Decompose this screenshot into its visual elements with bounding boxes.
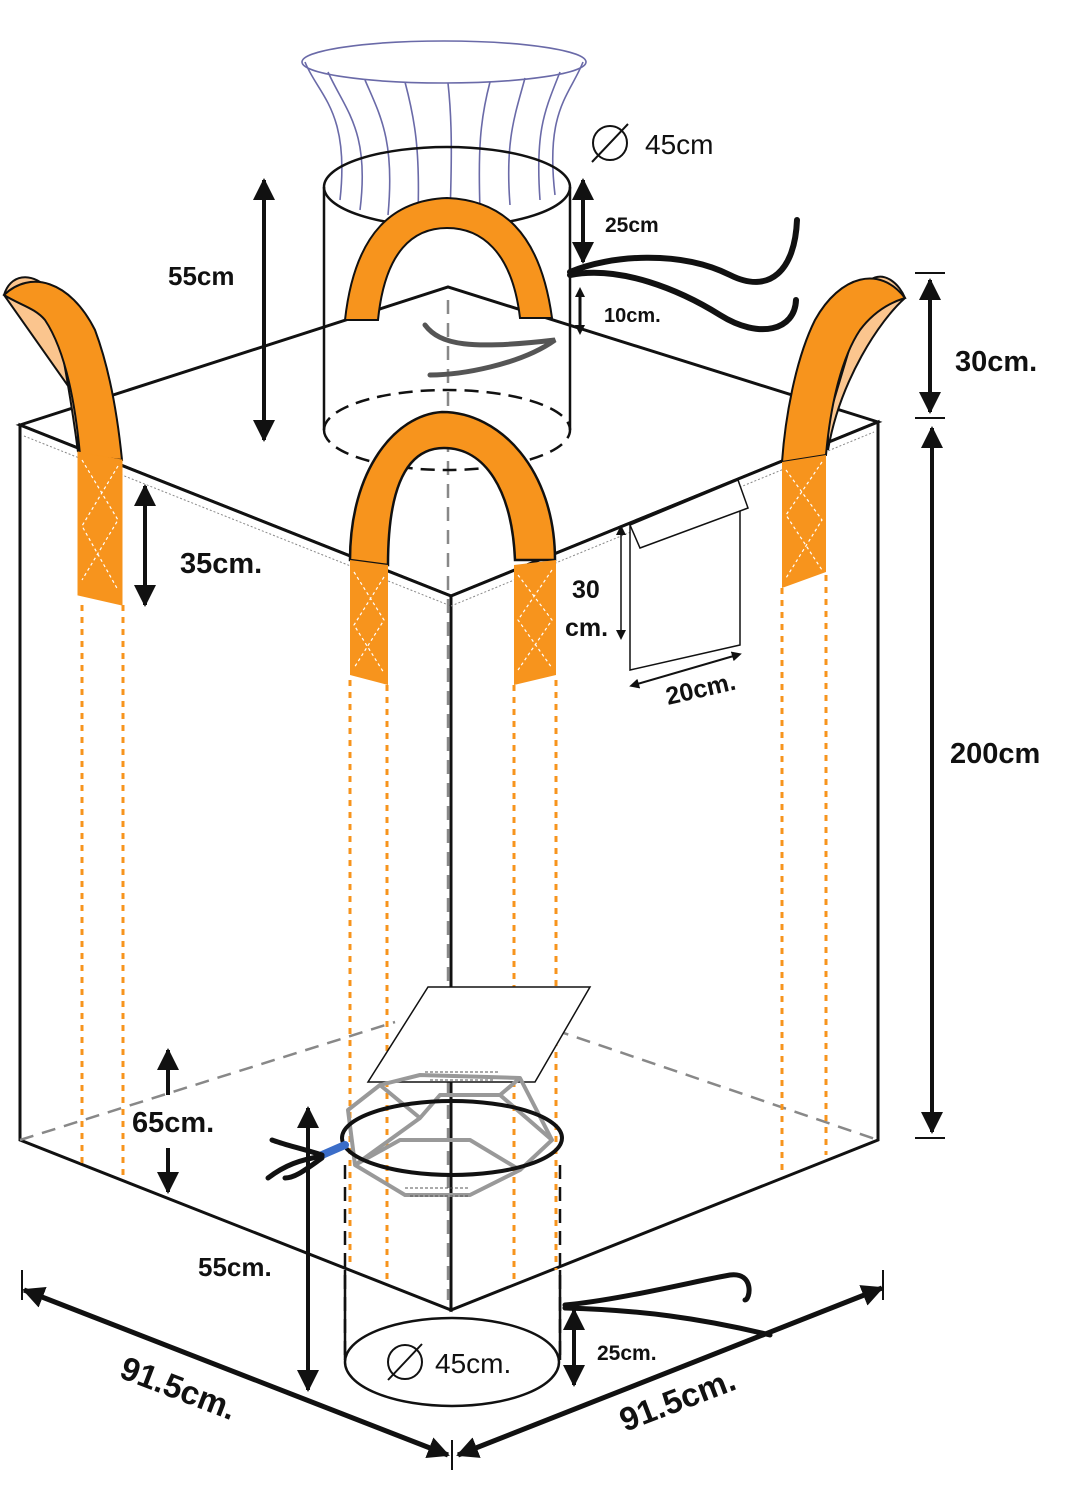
lifting-loop-left [2,276,124,606]
bag-body [15,285,883,1313]
label-bottom-tie: 25cm. [597,1342,657,1365]
diameter-icon-top [591,123,629,163]
label-top-spout-diameter: 45cm [645,129,713,160]
seam-dotted-lines [80,575,828,1285]
label-base-width-right: 91.5cm. [614,1361,740,1439]
top-inner-tie [422,322,557,378]
hidden-edges [19,300,879,1300]
bottom-petal-star [346,1073,554,1197]
top-mesh-skirt [301,40,587,216]
label-bottom-spout-diameter: 45cm. [435,1348,511,1379]
bottom-spout-tie [562,1272,773,1338]
label-bottom-spout-height: 55cm. [198,1252,272,1282]
label-top-spout-height: 55cm [168,261,235,291]
lifting-loop-front [348,410,557,685]
label-label-height-1: 30 [572,576,600,604]
top-spout [301,40,587,472]
strap-sewn-left [77,451,123,606]
bottom-tie-blue [318,1141,349,1159]
lifting-loop-right [780,275,907,588]
strap-sewn-right [782,455,826,588]
dimension-arrows [21,178,945,1470]
label-bottom-cone-height: 65cm. [132,1107,214,1139]
pocket-flap [629,479,749,549]
label-top-tie-lower: 10cm. [604,305,661,327]
label-label-height-2: cm. [565,614,608,642]
document-pocket [629,479,749,671]
label-loop-height: 30cm. [955,346,1037,378]
strap-sewn-front-right [514,560,556,685]
label-strap-sewn-length: 35cm. [180,548,262,580]
label-bag-height: 200cm [950,738,1040,770]
top-inner-strap [343,196,554,321]
label-base-width-left: 91.5cm. [115,1349,241,1427]
strap-sewn-front-left [350,560,388,685]
top-spout-ties [567,217,800,333]
bottom-ring [340,1099,564,1177]
label-top-tie-upper: 25cm [605,214,659,237]
bottom-cover-flap [366,986,592,1083]
